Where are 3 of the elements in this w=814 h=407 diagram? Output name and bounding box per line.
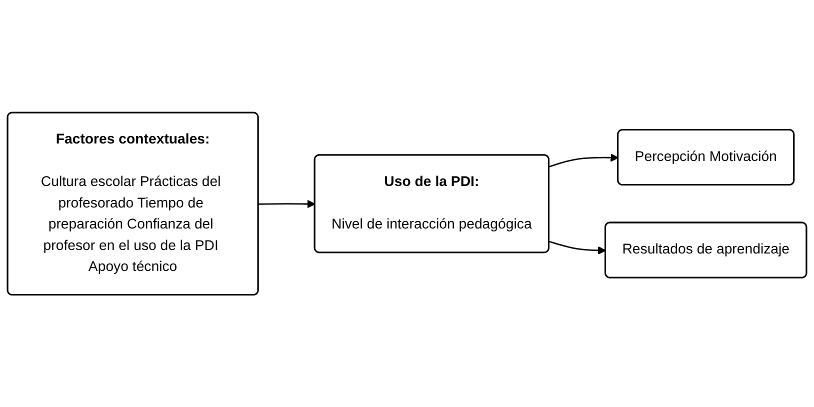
arrow: [549, 240, 606, 254]
arrow: [258, 200, 316, 208]
arrow: [549, 153, 619, 168]
